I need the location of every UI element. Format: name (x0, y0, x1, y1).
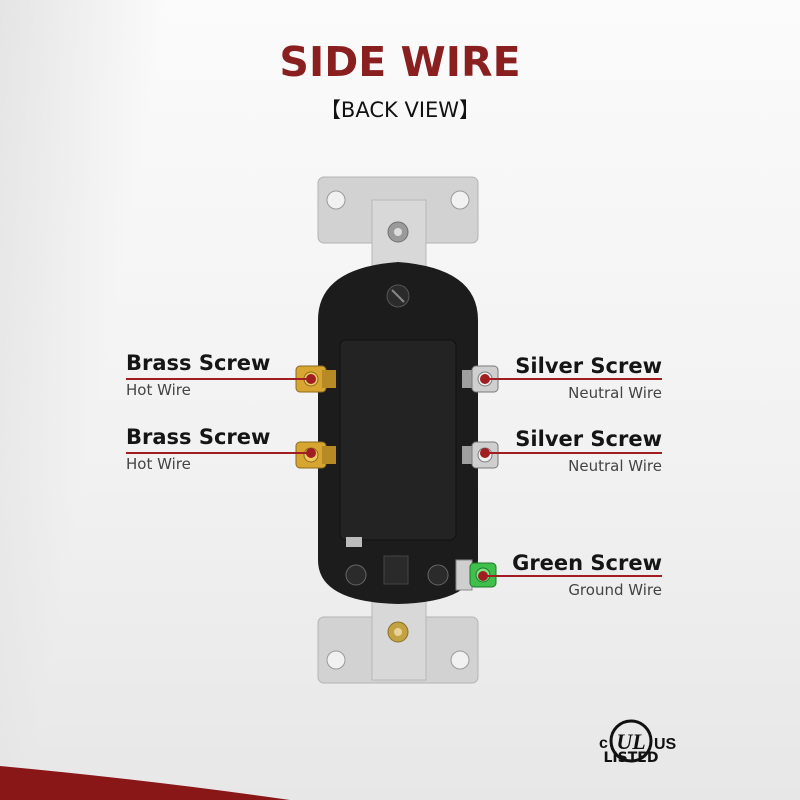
ul-listed-mark-icon: c UL US (599, 719, 677, 763)
ul-prefix: c (599, 735, 608, 752)
callout-silver-top: Silver Screw Neutral Wire (515, 353, 662, 403)
callout-subtitle: Hot Wire (126, 381, 191, 399)
callout-subtitle: Neutral Wire (568, 457, 662, 475)
callout-brass-top: Brass Screw Hot Wire (126, 350, 270, 400)
callout-title: Green Screw (512, 551, 662, 575)
callout-green: Green Screw Ground Wire (512, 550, 662, 600)
ul-listed-text: LISTED (603, 750, 659, 766)
callout-title: Brass Screw (126, 351, 271, 375)
outlet-body (318, 262, 478, 604)
page-subtitle: 【BACK VIEW】 (319, 98, 481, 122)
callout-silver-middle: Silver Screw Neutral Wire (515, 426, 662, 476)
callout-dots (306, 374, 490, 581)
page-title: SIDE WIRE (279, 38, 521, 86)
callout-subtitle: Neutral Wire (568, 384, 662, 402)
footer-band (0, 766, 290, 800)
callout-leaders (126, 378, 662, 577)
ul-mark-text: UL (616, 729, 645, 754)
callout-title: Brass Screw (126, 425, 271, 449)
callout-title: Silver Screw (515, 427, 662, 451)
callout-subtitle: Hot Wire (126, 455, 191, 473)
callout-subtitle: Ground Wire (568, 581, 662, 599)
callout-title: Silver Screw (515, 354, 662, 378)
ul-suffix: US (654, 736, 677, 753)
callout-brass-bottom: Brass Screw Hot Wire (126, 424, 270, 474)
